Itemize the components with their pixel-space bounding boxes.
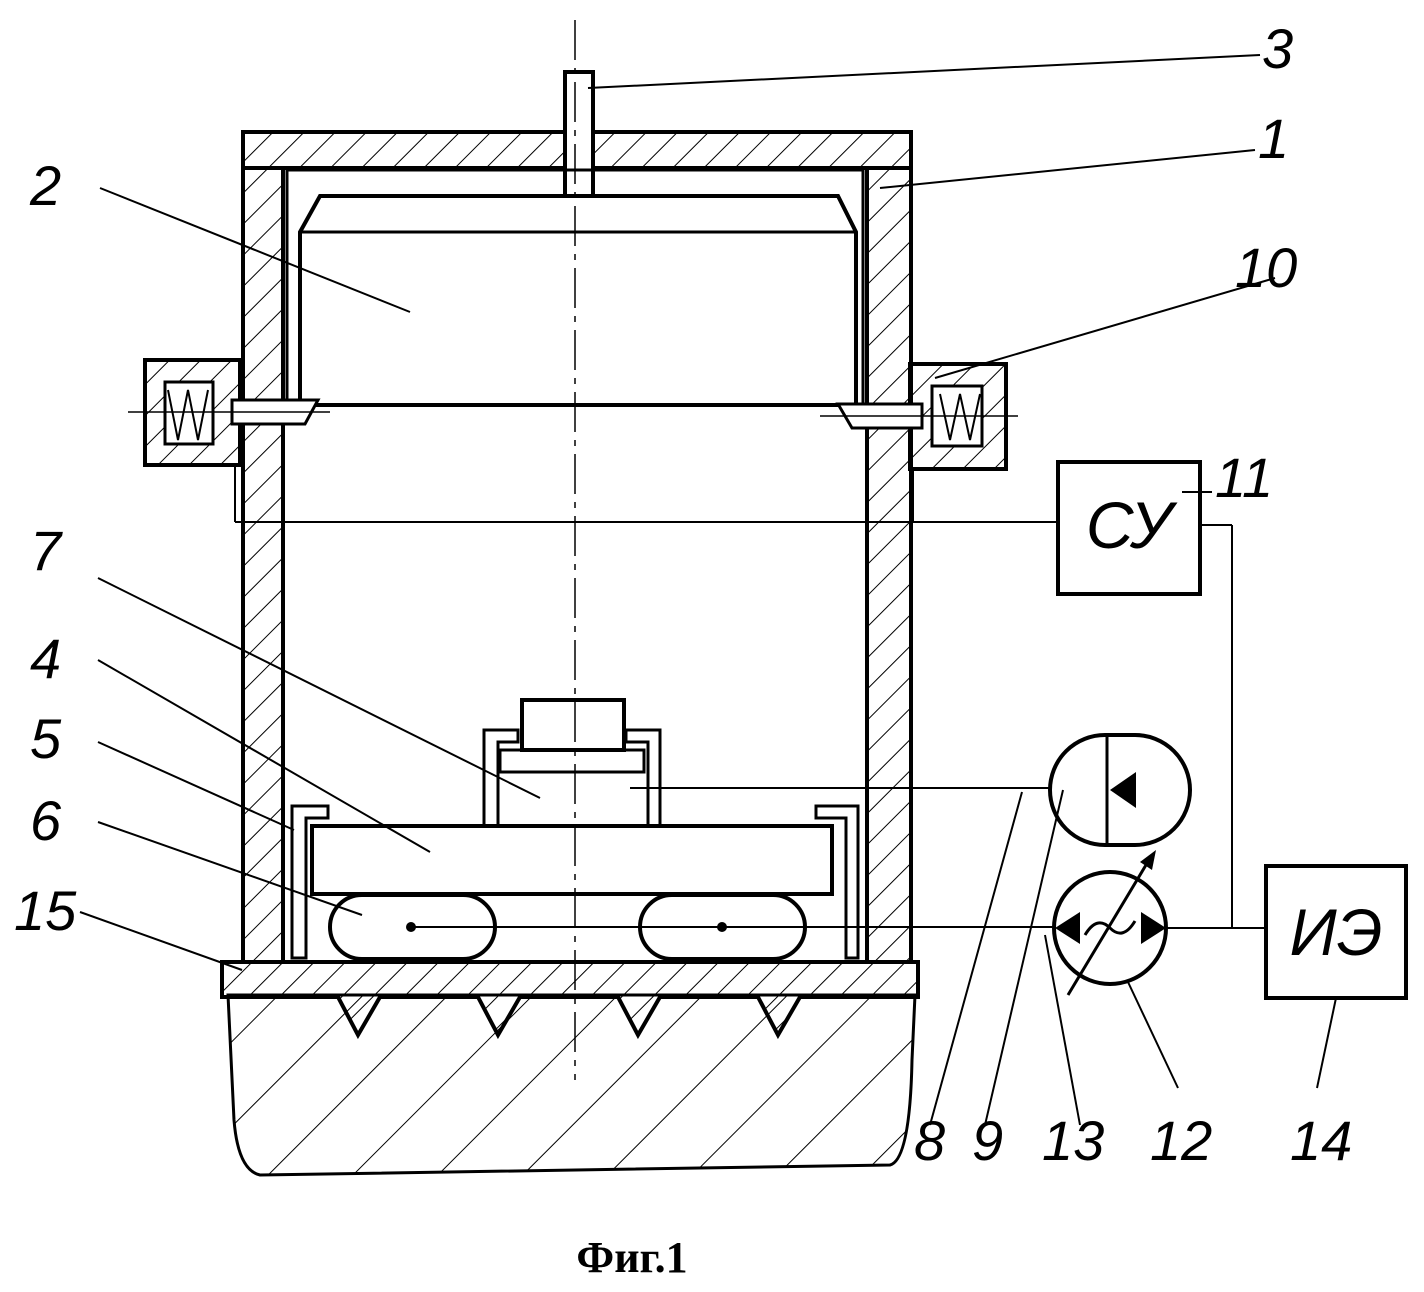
callout-4: 4 <box>30 627 61 690</box>
callout-8: 8 <box>914 1109 945 1172</box>
rod <box>565 72 593 196</box>
callout-12: 12 <box>1150 1109 1212 1172</box>
callout-14: 14 <box>1290 1109 1352 1172</box>
callout-11: 11 <box>1215 446 1273 509</box>
ground <box>228 995 915 1175</box>
callout-3: 3 <box>1262 17 1293 80</box>
callout-1: 1 <box>1258 107 1289 170</box>
callout-15: 15 <box>14 879 77 942</box>
callout-7: 7 <box>30 519 63 582</box>
vibrator <box>484 700 660 826</box>
energy-source-block: ИЭ <box>1266 866 1406 998</box>
pump-symbol <box>1050 735 1190 845</box>
callout-9: 9 <box>972 1109 1003 1172</box>
control-unit-block: СУ <box>1058 462 1200 594</box>
control-unit-label: СУ <box>1086 488 1178 562</box>
platform <box>312 826 832 894</box>
valve-symbol <box>1054 850 1166 995</box>
callout-5: 5 <box>30 707 62 770</box>
callout-6: 6 <box>30 789 62 852</box>
figure-caption: Фиг.1 <box>576 1233 687 1282</box>
callout-2: 2 <box>29 154 61 217</box>
energy-source-label: ИЭ <box>1289 895 1382 969</box>
callout-13: 13 <box>1042 1109 1104 1172</box>
callout-10: 10 <box>1235 236 1297 299</box>
